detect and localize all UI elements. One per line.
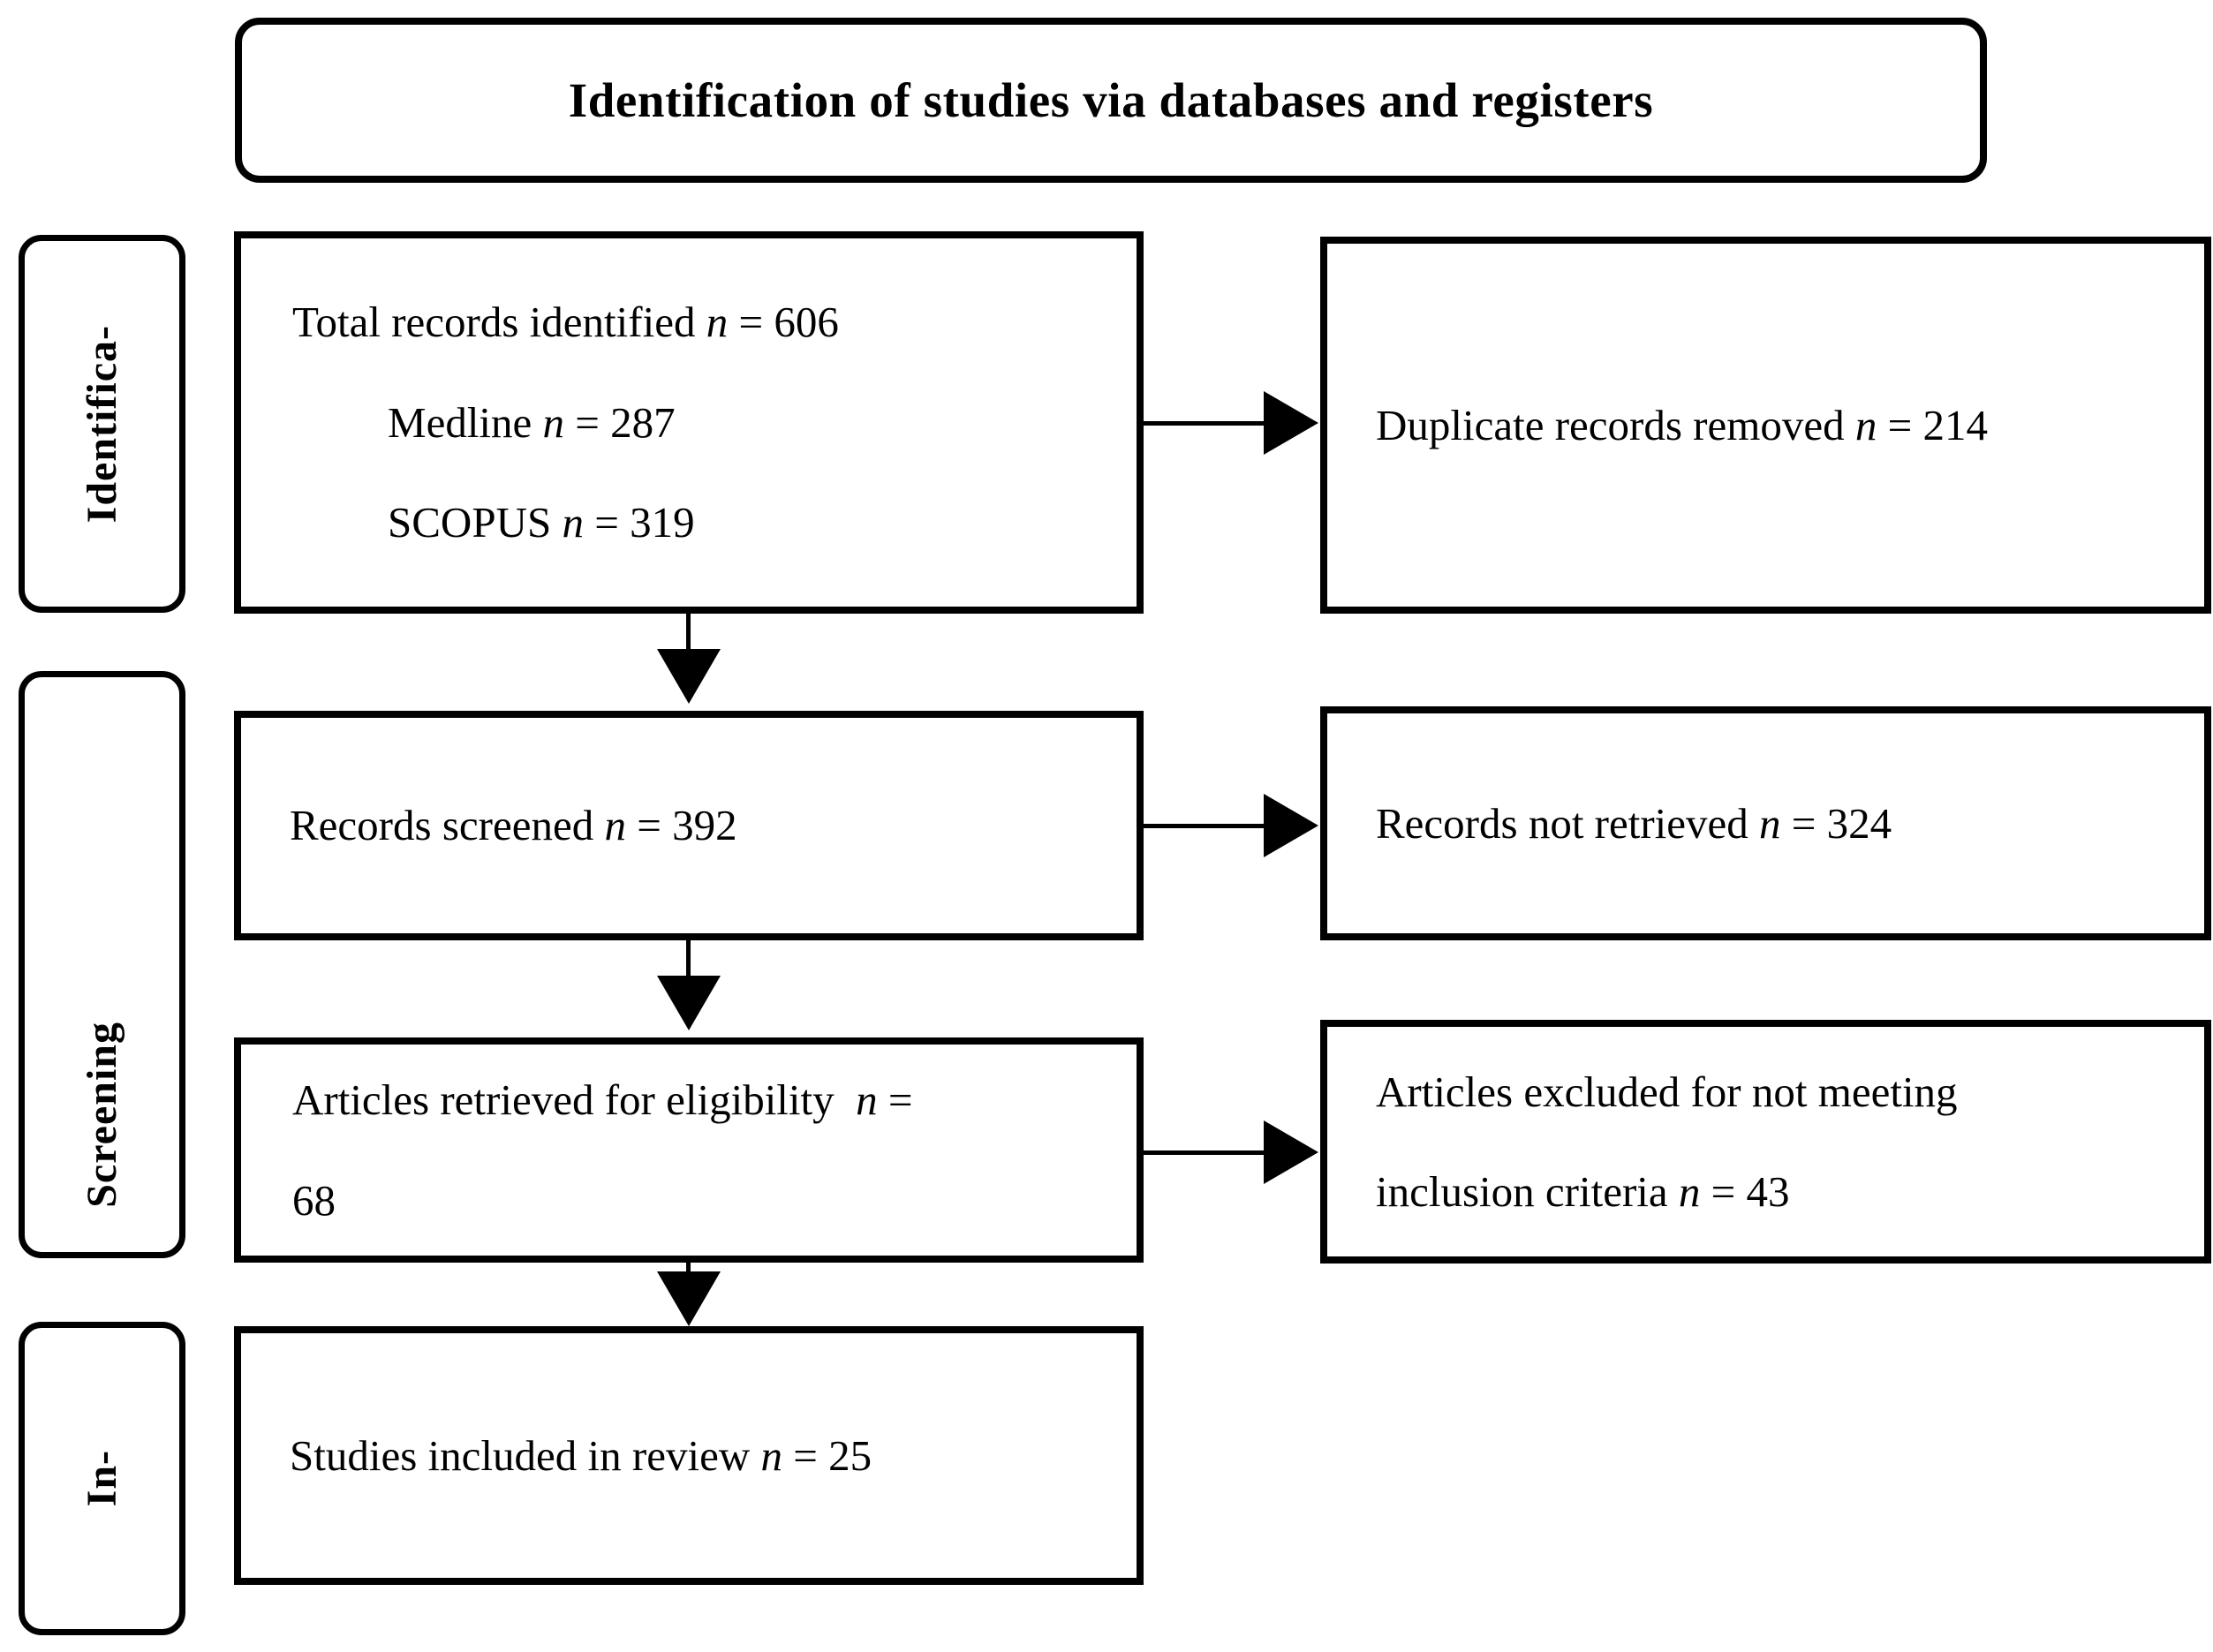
records-identified-total-label: Total records identified — [292, 298, 696, 347]
box-articles-excluded: Articles excluded for not meeting inclus… — [1320, 1020, 2211, 1264]
stage-label-included: In- — [19, 1322, 185, 1635]
diagram-title: Identification of studies via databases … — [568, 73, 1654, 127]
records-screened-var: n — [604, 801, 626, 850]
articles-eligible-eq: = — [887, 1075, 913, 1125]
records-not-retrieved: Records not retrieved n = 324 — [1376, 801, 2169, 846]
records-identified-scopus-value: = 319 — [594, 498, 695, 547]
records-screened-label: Records screened — [290, 801, 594, 850]
duplicate-records-removed: Duplicate records removed n = 214 — [1376, 403, 2169, 448]
records-identified-medline-var: n — [542, 397, 565, 447]
articles-eligible-var: n — [856, 1075, 878, 1125]
box-studies-included: Studies included in review n = 25 — [234, 1326, 1144, 1585]
connector-line-screened-to-not-retrieved — [1144, 824, 1264, 828]
duplicate-records-removed-label: Duplicate records removed — [1376, 400, 1845, 449]
articles-excluded-value: = 43 — [1711, 1167, 1790, 1216]
arrow-down-icon-identified-to-screened — [657, 649, 721, 704]
arrow-right-icon-identified-to-duplicates — [1264, 391, 1318, 455]
records-identified-total-value: = 606 — [738, 298, 839, 347]
articles-eligible-value: 68 — [292, 1175, 336, 1225]
records-identified-scopus: SCOPUS n = 319 — [292, 500, 1098, 545]
articles-excluded-line1: Articles excluded for not meeting — [1376, 1067, 2169, 1116]
arrow-right-icon-screened-to-not-retrieved — [1264, 794, 1318, 857]
records-identified-total-var: n — [706, 298, 729, 347]
articles-eligible-label: Articles retrieved for eligibility — [292, 1075, 835, 1125]
connector-line-identified-to-screened — [686, 614, 691, 660]
box-duplicate-records-removed: Duplicate records removed n = 214 — [1320, 237, 2211, 614]
duplicate-records-removed-var: n — [1854, 400, 1877, 449]
stage-label-included-text: In- — [79, 1450, 125, 1507]
box-articles-retrieved-eligibility: Articles retrieved for eligibility n = 6… — [234, 1037, 1144, 1263]
arrow-down-icon-eligible-to-included — [657, 1271, 721, 1326]
records-identified-medline-value: = 287 — [575, 397, 676, 447]
box-records-identified: Total records identified n = 606 Medline… — [234, 231, 1144, 614]
records-identified-scopus-label: SCOPUS — [388, 498, 552, 547]
articles-excluded-criteria-label: inclusion criteria — [1376, 1167, 1668, 1216]
arrow-down-icon-screened-to-eligible — [657, 976, 721, 1030]
stage-label-identification-text: Identifica- — [79, 324, 125, 524]
records-not-retrieved-label: Records not retrieved — [1376, 798, 1748, 848]
box-records-screened: Records screened n = 392 — [234, 711, 1144, 940]
articles-excluded-line2: inclusion criteria n = 43 — [1376, 1169, 2169, 1214]
records-identified-total: Total records identified n = 606 — [292, 299, 1098, 344]
records-screened-value: = 392 — [637, 801, 737, 850]
stage-label-identification: Identifica- — [19, 235, 185, 613]
records-screened: Records screened n = 392 — [290, 803, 1101, 848]
articles-eligible-line1: Articles retrieved for eligibility n = — [292, 1077, 1098, 1122]
studies-included: Studies included in review n = 25 — [290, 1433, 1101, 1478]
articles-excluded-var: n — [1678, 1167, 1701, 1216]
articles-excluded-label: Articles excluded for not meeting — [1376, 1067, 1958, 1116]
stage-label-screening-text: Screening — [79, 1022, 125, 1208]
diagram-title-box: Identification of studies via databases … — [235, 18, 1987, 183]
records-identified-scopus-var: n — [562, 498, 584, 547]
studies-included-var: n — [760, 1430, 782, 1480]
arrow-right-icon-eligible-to-excluded — [1264, 1120, 1318, 1184]
box-records-not-retrieved: Records not retrieved n = 324 — [1320, 706, 2211, 940]
records-identified-medline: Medline n = 287 — [292, 400, 1098, 445]
records-not-retrieved-value: = 324 — [1791, 798, 1892, 848]
studies-included-value: = 25 — [793, 1430, 872, 1480]
connector-line-identified-to-duplicates — [1144, 421, 1264, 426]
connector-line-eligible-to-excluded — [1144, 1150, 1264, 1155]
studies-included-label: Studies included in review — [290, 1430, 751, 1480]
stage-label-screening: Screening — [19, 671, 185, 1258]
connector-line-screened-to-eligible — [686, 940, 691, 986]
articles-eligible-line2: 68 — [292, 1175, 1098, 1225]
records-identified-medline-label: Medline — [388, 397, 532, 447]
duplicate-records-removed-value: = 214 — [1887, 400, 1988, 449]
records-not-retrieved-var: n — [1759, 798, 1781, 848]
